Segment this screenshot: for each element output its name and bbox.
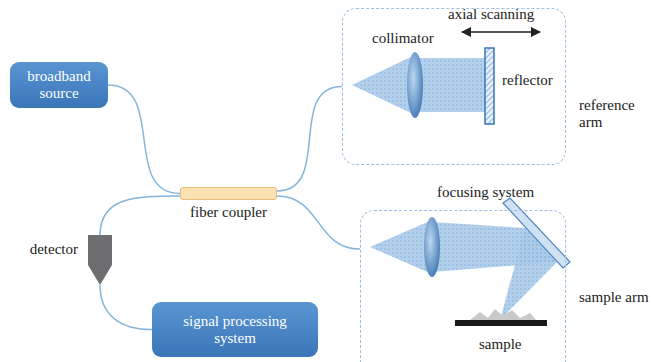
node-label: sample arm <box>579 289 651 306</box>
process-box: signal processing system <box>152 302 318 357</box>
optical-fiber <box>277 87 342 191</box>
part-label: reflector <box>502 72 553 89</box>
part-label: focusing system <box>437 184 534 201</box>
part-label: sample <box>479 336 522 353</box>
source-box: broadband source <box>10 62 108 108</box>
node-label: detector <box>30 241 78 258</box>
optical-fiber <box>100 196 180 235</box>
optical-fiber <box>100 285 152 330</box>
motion-label: axial scanning <box>448 6 534 23</box>
node-label: fiber coupler <box>190 204 267 221</box>
scan-arrow <box>462 31 540 33</box>
sample-specimen <box>455 309 547 326</box>
sample-beam <box>370 220 557 320</box>
focusing-lens <box>424 217 440 277</box>
optical-fiber <box>108 85 180 194</box>
reflector-mirror <box>485 48 494 124</box>
node-label: signal processing system <box>162 313 308 347</box>
collimator-lens <box>407 52 423 118</box>
scan-mirror <box>503 198 570 268</box>
part-label: collimator <box>372 30 434 47</box>
node-label: broadband source <box>20 68 98 102</box>
detector-shape <box>88 235 112 285</box>
optical-fiber <box>277 196 360 249</box>
fiber-coupler: fiber coupler <box>180 187 277 200</box>
detector-symbol: detector <box>88 235 112 285</box>
arm-region: sample arm <box>360 210 566 362</box>
node-label: reference arm <box>579 97 651 131</box>
